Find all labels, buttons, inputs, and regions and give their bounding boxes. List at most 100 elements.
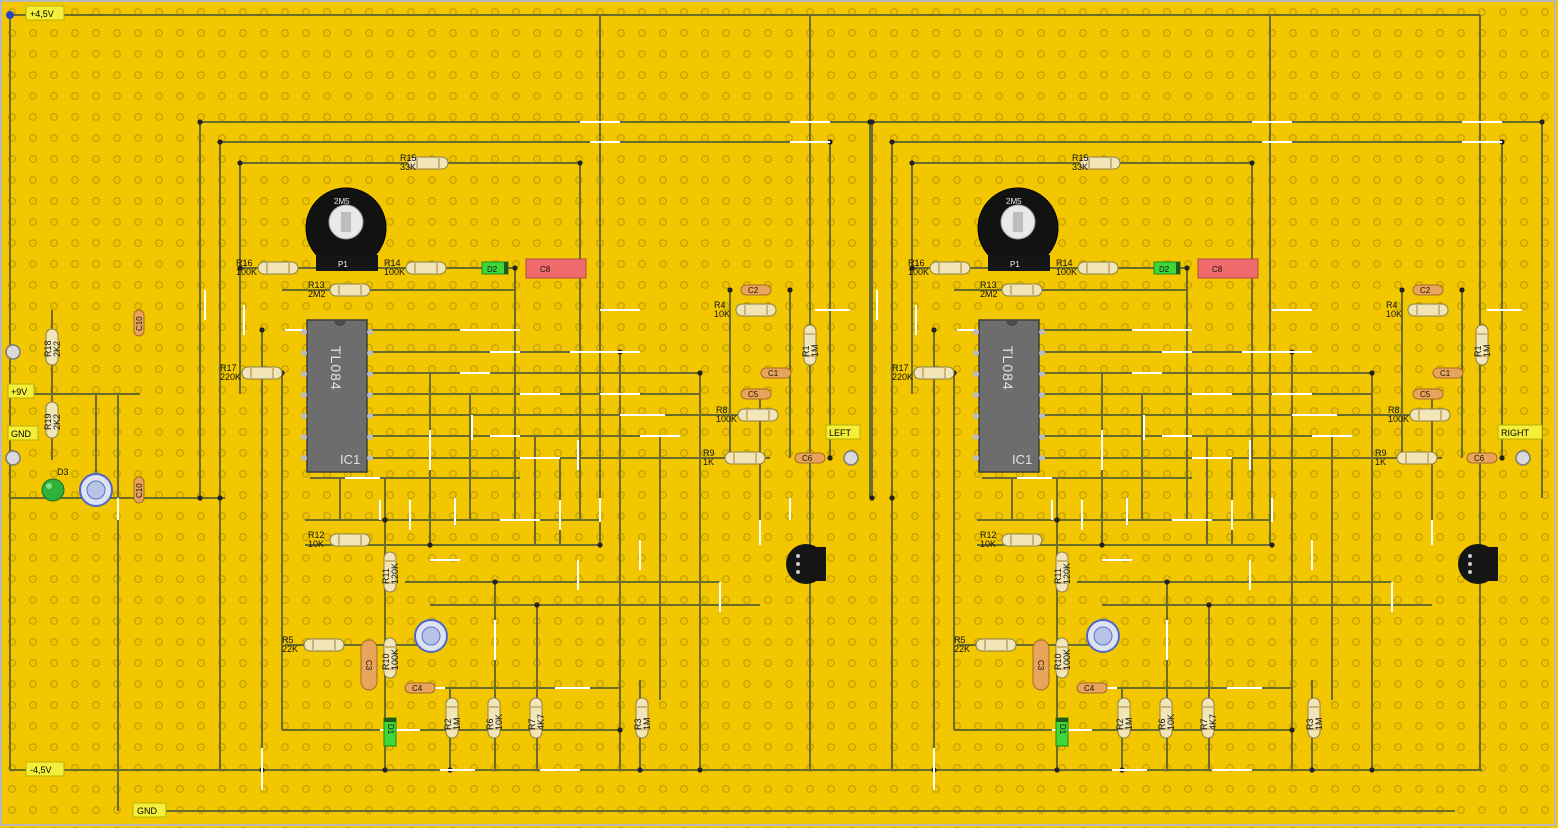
resistor-r19[interactable]: R19 2K2 bbox=[43, 401, 62, 439]
led-d3[interactable]: D3 bbox=[41, 467, 69, 502]
terminal-9v[interactable] bbox=[5, 344, 21, 360]
capacitor-c3[interactable]: C3 bbox=[360, 639, 378, 691]
capacitor-c10-bottom[interactable]: C10 bbox=[133, 476, 145, 504]
resistor-r18-value: 2K2 bbox=[52, 341, 62, 357]
resistor-r4-ref: R4 bbox=[1386, 300, 1398, 310]
capacitor-c5[interactable]: C5 bbox=[1412, 388, 1444, 400]
channel-right: TL084IC12M5P1R1533KR16100KR14100KR132M2R… bbox=[789, 119, 1545, 790]
trimmer-channel[interactable] bbox=[414, 619, 448, 653]
resistor-r7-ref: R7 bbox=[527, 718, 537, 730]
capacitor-c8[interactable]: C8 bbox=[1197, 258, 1259, 279]
capacitor-c4[interactable]: C4 bbox=[404, 682, 436, 694]
diode-d2[interactable]: D2 bbox=[1153, 261, 1181, 275]
resistor-r11-ref: R11 bbox=[381, 568, 391, 584]
diode-d1[interactable]: D1 bbox=[1055, 717, 1069, 747]
capacitor-c1[interactable]: C1 bbox=[1432, 367, 1464, 379]
terminal-gnd-left[interactable] bbox=[5, 450, 21, 466]
resistor-r10-value: 100K bbox=[1062, 649, 1072, 670]
resistor-r1-value: 1M bbox=[1482, 344, 1492, 357]
capacitor-c4[interactable]: C4 bbox=[1076, 682, 1108, 694]
capacitor-c6[interactable]: C6 bbox=[1466, 452, 1498, 464]
capacitor-c2[interactable]: C2 bbox=[1412, 284, 1444, 296]
diode-d2[interactable]: D2 bbox=[481, 261, 509, 275]
resistor-r8-ref: R8 bbox=[1388, 405, 1400, 415]
capacitor-c10-top[interactable]: C10 bbox=[133, 309, 145, 337]
transistor-channel[interactable] bbox=[1458, 544, 1498, 584]
transistor-channel[interactable] bbox=[786, 544, 826, 584]
regulator-left[interactable] bbox=[79, 473, 113, 507]
resistor-r16-ref: R16 bbox=[236, 258, 253, 268]
resistor-r7-value: 4K7 bbox=[1208, 714, 1218, 730]
trimmer-channel[interactable] bbox=[1086, 619, 1120, 653]
output-terminal[interactable] bbox=[1515, 450, 1531, 466]
output-terminal[interactable] bbox=[843, 450, 859, 466]
tag-output-left: LEFT bbox=[829, 428, 852, 438]
capacitor-c2-label: C2 bbox=[1420, 286, 1431, 295]
capacitor-c6[interactable]: C6 bbox=[794, 452, 826, 464]
capacitor-c3[interactable]: C3 bbox=[1032, 639, 1050, 691]
terminal-top-left[interactable] bbox=[6, 11, 14, 19]
capacitor-c2[interactable]: C2 bbox=[740, 284, 772, 296]
diode-d2-label: D2 bbox=[487, 265, 498, 274]
resistor-r1-ref: R1 bbox=[801, 345, 811, 357]
capacitor-c1-label: C1 bbox=[768, 369, 779, 378]
capacitor-c1-label: C1 bbox=[1440, 369, 1451, 378]
channel-junctions bbox=[197, 119, 873, 773]
capacitor-c5[interactable]: C5 bbox=[740, 388, 772, 400]
resistor-r9-value: 1K bbox=[1375, 457, 1386, 467]
capacitor-c1[interactable]: C1 bbox=[760, 367, 792, 379]
resistor-r3-ref: R3 bbox=[1305, 718, 1315, 730]
resistor-r1-value: 1M bbox=[810, 344, 820, 357]
resistor-r17-ref: R17 bbox=[220, 363, 237, 373]
diode-d1[interactable]: D1 bbox=[383, 717, 397, 747]
capacitor-c5-label: C5 bbox=[748, 390, 759, 399]
tag-plus-4v5: +4,5V bbox=[30, 9, 54, 19]
diode-d2-label: D2 bbox=[1159, 265, 1170, 274]
ic1-ref-label: IC1 bbox=[340, 452, 360, 467]
resistor-r13-ref: R13 bbox=[980, 280, 997, 290]
capacitor-c6-label: C6 bbox=[802, 454, 813, 463]
resistor-r16-ref: R16 bbox=[908, 258, 925, 268]
resistor-r15-ref: R15 bbox=[1072, 153, 1089, 163]
resistor-r18[interactable]: R18 2K2 bbox=[43, 328, 62, 366]
capacitor-c8[interactable]: C8 bbox=[525, 258, 587, 279]
